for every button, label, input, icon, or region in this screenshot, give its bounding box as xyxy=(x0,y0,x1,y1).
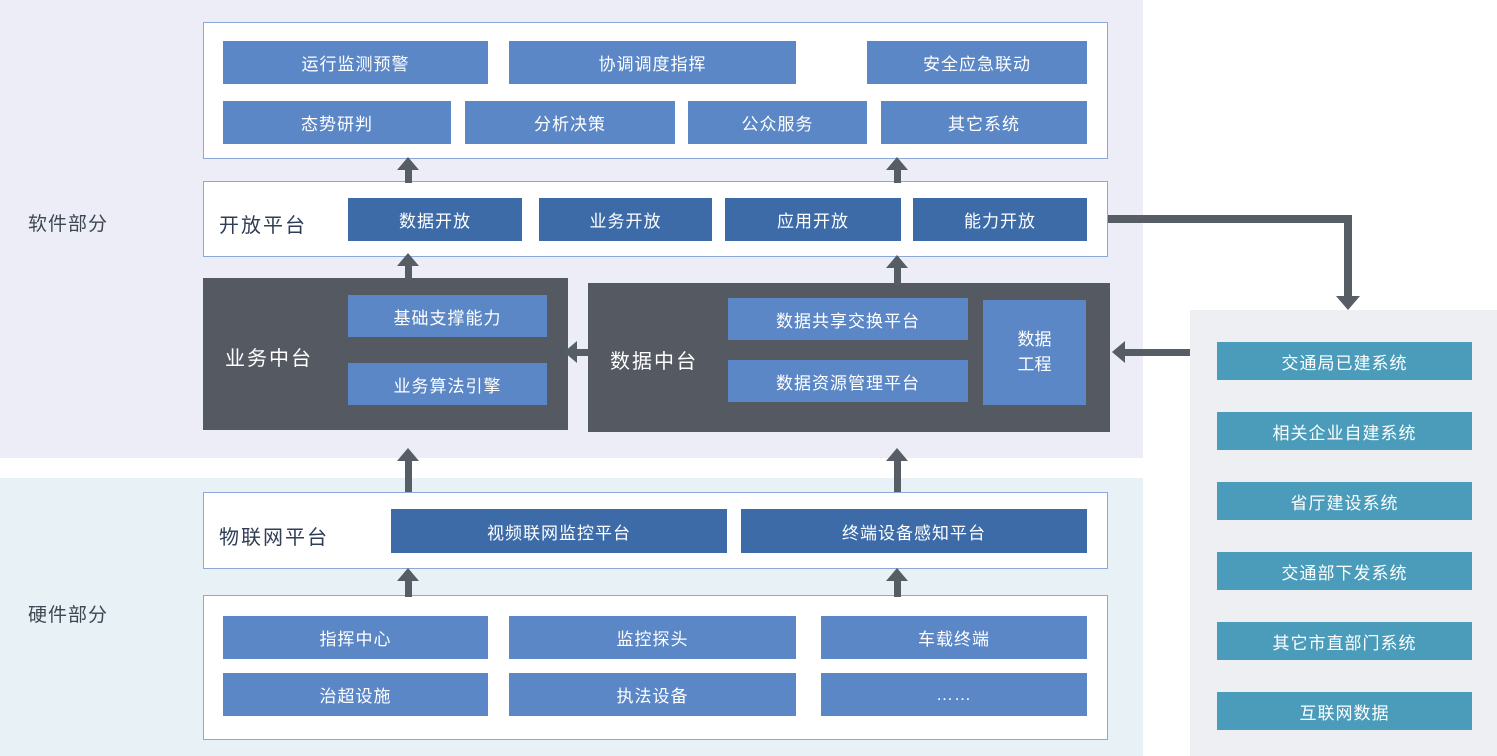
node-transport-bureau-existing-systems: 交通局已建系统 xyxy=(1217,342,1472,380)
node-enforcement-equipment: 执法设备 xyxy=(509,673,796,716)
elbow-connector-vertical xyxy=(1344,215,1352,298)
node-data-engineering: 数据工程 xyxy=(983,300,1086,405)
application-layer-box: 运行监测预警 协调调度指挥 安全应急联动 态势研判 分析决策 公众服务 其它系统 xyxy=(203,22,1108,159)
node-data-sharing-exchange-platform: 数据共享交换平台 xyxy=(728,298,968,340)
node-vehicle-terminal: 车载终端 xyxy=(821,616,1087,659)
node-operation-monitoring-warning: 运行监测预警 xyxy=(223,41,488,84)
node-application-open: 应用开放 xyxy=(725,198,901,241)
node-business-algorithm-engine: 业务算法引擎 xyxy=(348,363,547,405)
node-internet-data: 互联网数据 xyxy=(1217,692,1472,730)
node-data-resource-management-platform: 数据资源管理平台 xyxy=(728,360,968,402)
business-middle-platform-label: 业务中台 xyxy=(225,348,313,370)
iot-platform-box: 物联网平台 视频联网监控平台 终端设备感知平台 xyxy=(203,492,1108,569)
open-platform-label: 开放平台 xyxy=(219,215,307,237)
node-monitoring-camera: 监控探头 xyxy=(509,616,796,659)
node-safety-emergency-linkage: 安全应急联动 xyxy=(867,41,1087,84)
node-overload-control-facility: 治超设施 xyxy=(223,673,488,716)
node-data-engineering-label: 数据工程 xyxy=(1017,329,1052,374)
business-middle-platform-box: 业务中台 基础支撑能力 业务算法引擎 xyxy=(203,278,568,430)
arrow-up-devices-to-iot-left xyxy=(397,568,419,597)
node-provincial-department-systems: 省厅建设系统 xyxy=(1217,482,1472,520)
node-video-network-monitoring-platform: 视频联网监控平台 xyxy=(391,509,727,553)
node-other-municipal-department-systems: 其它市直部门系统 xyxy=(1217,622,1472,660)
device-layer-box: 指挥中心 监控探头 车载终端 治超设施 执法设备 …… xyxy=(203,595,1108,740)
node-capability-open: 能力开放 xyxy=(913,198,1087,241)
node-other-systems: 其它系统 xyxy=(881,101,1087,144)
open-platform-box: 开放平台 数据开放 业务开放 应用开放 能力开放 xyxy=(203,181,1108,257)
hardware-section-label: 硬件部分 xyxy=(28,605,109,626)
elbow-connector-horizontal xyxy=(1108,215,1352,223)
node-ellipsis-more: …… xyxy=(821,673,1087,716)
node-terminal-device-sensing-platform: 终端设备感知平台 xyxy=(741,509,1087,553)
arrow-up-openplatform-to-apps-right xyxy=(886,157,908,183)
external-systems-panel xyxy=(1190,310,1497,756)
data-middle-platform-box: 数据中台 数据共享交换平台 数据资源管理平台 数据工程 xyxy=(588,283,1110,432)
iot-platform-label: 物联网平台 xyxy=(219,527,329,549)
node-analysis-decision: 分析决策 xyxy=(465,101,675,144)
arrow-left-data-to-business xyxy=(564,341,590,363)
node-business-open: 业务开放 xyxy=(539,198,712,241)
elbow-connector-arrowhead-down xyxy=(1336,296,1360,310)
arrow-up-devices-to-iot-right xyxy=(886,568,908,597)
software-section-label: 软件部分 xyxy=(28,214,109,235)
arrow-up-iot-to-software-left xyxy=(397,448,419,492)
node-public-service: 公众服务 xyxy=(688,101,867,144)
node-enterprise-self-built-systems: 相关企业自建系统 xyxy=(1217,412,1472,450)
node-ministry-of-transport-systems: 交通部下发系统 xyxy=(1217,552,1472,590)
node-command-center: 指挥中心 xyxy=(223,616,488,659)
arrow-up-business-to-openplatform xyxy=(397,253,419,280)
node-situation-analysis: 态势研判 xyxy=(223,101,451,144)
arrow-left-external-to-data xyxy=(1112,341,1190,363)
arrow-up-openplatform-to-apps-left xyxy=(397,157,419,183)
data-middle-platform-label: 数据中台 xyxy=(610,351,698,373)
node-coordination-dispatch-command: 协调调度指挥 xyxy=(509,41,796,84)
node-basic-support-capability: 基础支撑能力 xyxy=(348,295,547,337)
node-data-open: 数据开放 xyxy=(348,198,522,241)
arrow-up-data-to-openplatform xyxy=(886,255,908,285)
arrow-up-iot-to-software-right xyxy=(886,448,908,492)
